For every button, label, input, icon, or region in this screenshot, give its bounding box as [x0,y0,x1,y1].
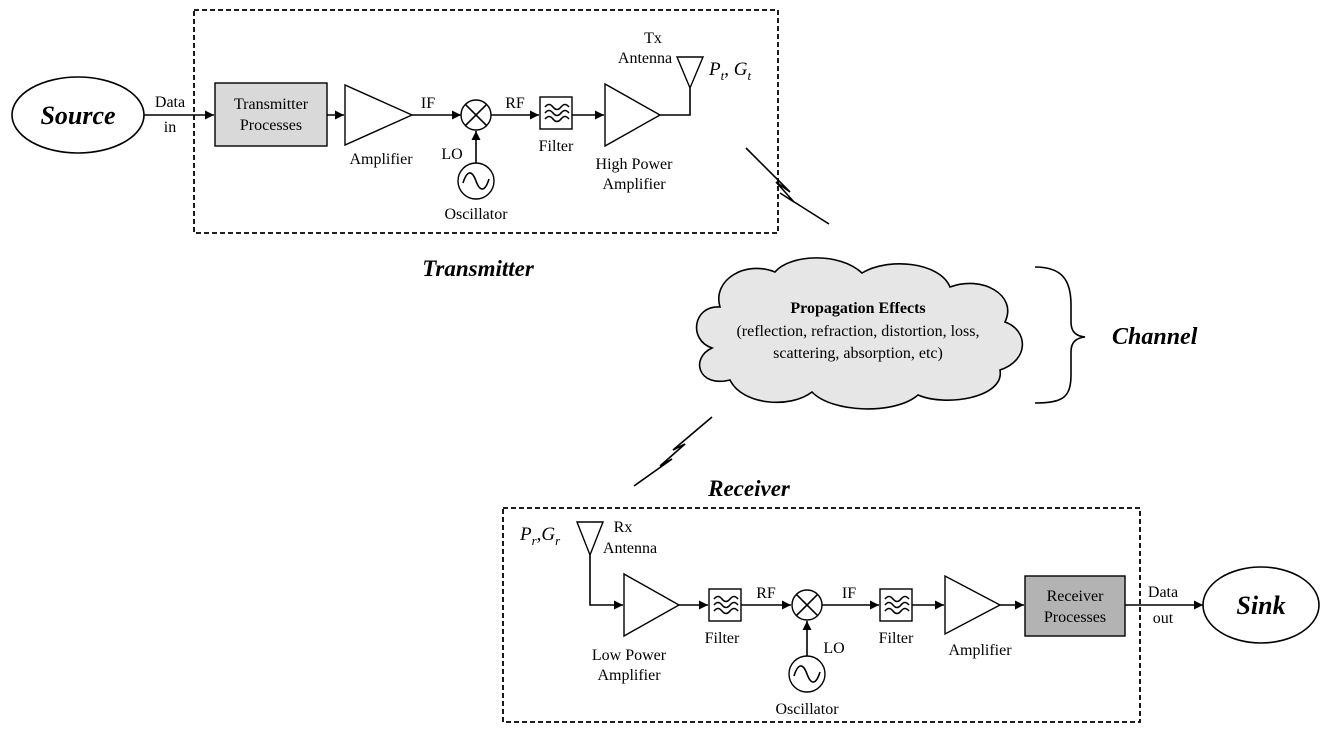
rx-rf-label: RF [756,585,776,602]
rx-filter1-icon [708,588,742,622]
receiver-title: Receiver [707,476,791,501]
rx-if-label: IF [842,585,856,602]
lpa-label-2: Amplifier [597,667,661,684]
rx-amplifier: Amplifier [944,574,1012,659]
data-in-label-2: in [164,119,176,136]
receiver-processes-block: Receiver Processes [1024,575,1126,637]
rx-antenna-label-1: Rx [614,519,633,536]
propagation-cloud: Propagation Effects (reflection, refract… [695,257,1024,410]
rx-antenna-label-2: Antenna [603,540,657,557]
sink-label: Sink [1236,591,1285,620]
rx-filter2-label: Filter [879,630,914,647]
tx-antenna-icon [675,56,705,90]
tx-filter-label: Filter [539,138,574,155]
data-out-label-1: Data [1148,584,1178,601]
tx-mixer-icon [460,99,492,131]
tx-antenna-label-2: Antenna [618,50,672,67]
rx-power-gain-label: Pr,Gr [519,524,561,548]
rx-processes-line2: Processes [1044,609,1106,626]
data-in-label-1: Data [155,94,185,111]
transmitter-processes-block: Transmitter Processes [214,82,328,147]
tx-oscillator-icon [457,162,495,200]
rx-oscillator-icon [788,655,826,693]
radio-link-tx [745,147,830,225]
low-power-amplifier: Low Power Amplifier [592,572,681,684]
tx-amplifier: Amplifier [344,83,414,168]
receiver-boundary [502,507,1141,723]
tx-if-label: IF [421,95,435,112]
high-power-amplifier: High Power Amplifier [596,82,674,193]
cloud-line-2: scattering, absorption, etc) [773,345,943,362]
tx-antenna-label-1: Tx [644,30,662,47]
rx-filter1-label: Filter [705,630,740,647]
sink-node: Sink [1202,566,1320,644]
rx-filter2-icon [879,588,913,622]
rx-antenna-icon [575,521,605,557]
source-label: Source [40,101,115,130]
tx-oscillator-label: Oscillator [444,206,508,223]
tx-processes-line1: Transmitter [234,96,309,113]
tx-filter-icon [539,96,573,130]
tx-power-gain-label: Pt, Gt [708,59,751,83]
data-out-label-2: out [1153,610,1174,627]
tx-lo-label: LO [441,146,462,163]
tx-rf-label: RF [505,95,525,112]
hpa-to-antenna-line [660,88,691,116]
rx-amplifier-label: Amplifier [948,642,1012,659]
source-node: Source [11,76,145,154]
rx-mixer-icon [791,589,823,621]
hpa-label-1: High Power [596,156,674,173]
rx-processes-line1: Receiver [1047,588,1105,605]
tx-processes-line2: Processes [240,117,302,134]
cloud-title: Propagation Effects [790,300,925,317]
transmitter-title: Transmitter [422,256,535,281]
channel-brace [1034,266,1086,404]
radio-link-rx [633,416,713,487]
rx-oscillator-label: Oscillator [775,701,839,718]
hpa-label-2: Amplifier [602,176,666,193]
channel-label: Channel [1112,324,1198,350]
lpa-label-1: Low Power [592,647,667,664]
transmitter-boundary [193,9,779,234]
cloud-line-1: (reflection, refraction, distortion, los… [736,323,979,340]
rx-lo-label: LO [823,640,844,657]
tx-amplifier-label: Amplifier [349,151,413,168]
rx-antenna-to-lpa [589,555,623,610]
